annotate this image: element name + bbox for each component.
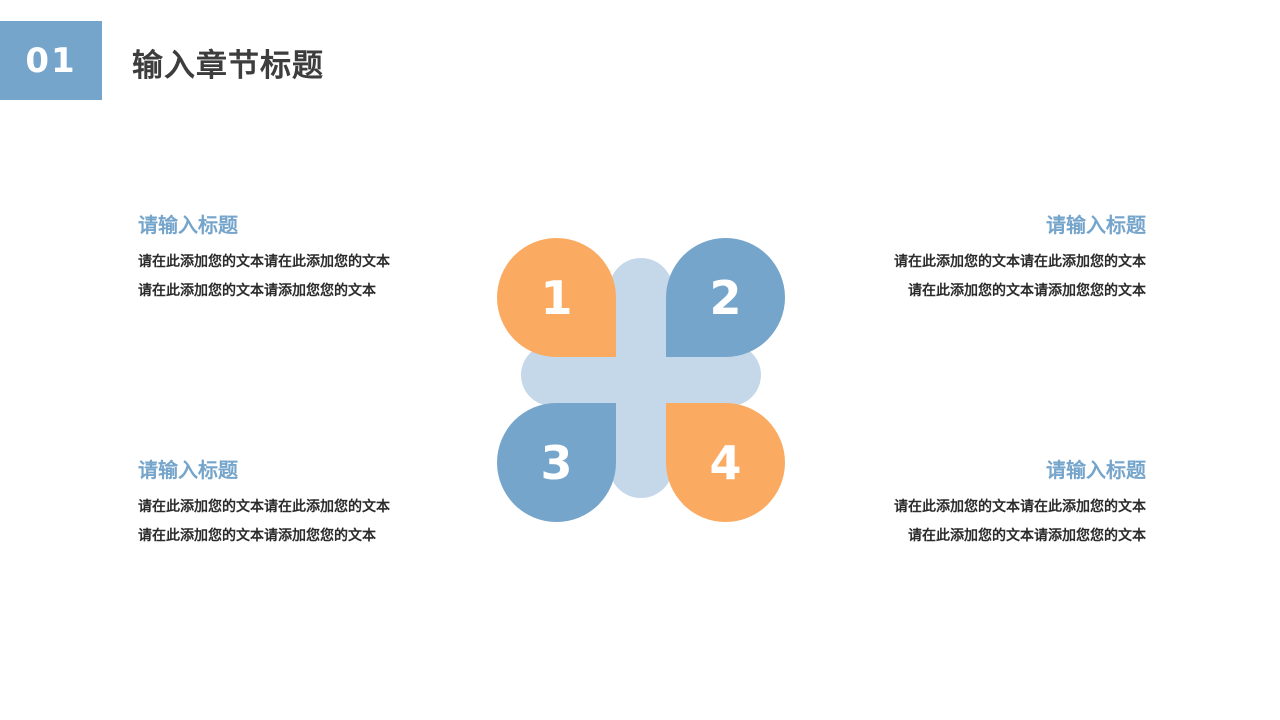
petal-2: 2 — [666, 238, 785, 357]
petal-number: 1 — [540, 270, 573, 325]
text-block-bottom-right: 请输入标题 请在此添加您的文本请在此添加您的文本 请在此添加您的文本请添加您您的… — [836, 459, 1146, 551]
block-title: 请输入标题 — [138, 458, 238, 482]
block-text-line: 请在此添加您的文本请添加您您的文本 — [138, 283, 376, 299]
block-text-line: 请在此添加您的文本请添加您您的文本 — [138, 528, 376, 544]
text-block-top-left: 请输入标题 请在此添加您的文本请在此添加您的文本 请在此添加您的文本请添加您您的… — [138, 214, 448, 306]
block-title: 请输入标题 — [1046, 458, 1146, 482]
text-block-bottom-left: 请输入标题 请在此添加您的文本请在此添加您的文本 请在此添加您的文本请添加您您的… — [138, 459, 448, 551]
block-text-line: 请在此添加您的文本请添加您您的文本 — [908, 283, 1146, 299]
block-text-line: 请在此添加您的文本请在此添加您的文本 — [894, 254, 1146, 270]
block-text-line: 请在此添加您的文本请在此添加您的文本 — [894, 499, 1146, 515]
block-text-line: 请在此添加您的文本请在此添加您的文本 — [138, 499, 390, 515]
petal-3: 3 — [497, 403, 616, 522]
chapter-number: 01 — [25, 40, 77, 81]
block-title: 请输入标题 — [138, 213, 238, 237]
block-text-line: 请在此添加您的文本请在此添加您的文本 — [138, 254, 390, 270]
text-block-top-right: 请输入标题 请在此添加您的文本请在此添加您的文本 请在此添加您的文本请添加您您的… — [836, 214, 1146, 306]
petal-1: 1 — [497, 238, 616, 357]
petal-number: 2 — [709, 270, 742, 325]
petal-4: 4 — [666, 403, 785, 522]
four-petal-diagram: 1 2 3 4 — [497, 238, 786, 522]
block-text-line: 请在此添加您的文本请添加您您的文本 — [908, 528, 1146, 544]
chapter-title: 输入章节标题 — [132, 48, 324, 84]
block-title: 请输入标题 — [1046, 213, 1146, 237]
petal-number: 3 — [540, 435, 573, 490]
chapter-number-badge: 01 — [0, 21, 102, 100]
petal-number: 4 — [709, 435, 742, 490]
